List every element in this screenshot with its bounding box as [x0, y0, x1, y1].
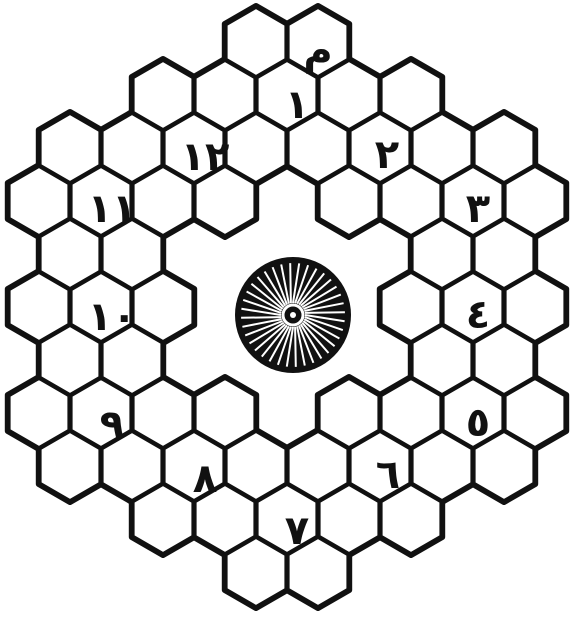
- space-label-5: ٥: [466, 400, 490, 446]
- sunburst-icon: [235, 257, 351, 373]
- space-label-10: ١٠: [88, 294, 137, 340]
- sunburst-ray: [290, 263, 291, 303]
- space-label-7: ٧: [285, 508, 309, 554]
- space-label-1: ١: [285, 82, 309, 128]
- space-label-4: ٤: [466, 292, 490, 338]
- space-label-8: ٨: [193, 456, 217, 502]
- sunburst-center-dot: [290, 312, 296, 318]
- start-label: م: [303, 28, 332, 74]
- space-label-11: ١١: [88, 186, 137, 232]
- sunburst-ray: [305, 312, 345, 313]
- sunburst-ray: [295, 327, 296, 367]
- space-label-3: ٣: [466, 186, 490, 232]
- sunburst-ray: [241, 317, 281, 318]
- space-label-12: ١٢: [181, 134, 230, 180]
- space-label-9: ٩: [100, 402, 124, 448]
- space-label-6: ٦: [376, 452, 400, 498]
- space-label-2: ٢: [375, 132, 399, 178]
